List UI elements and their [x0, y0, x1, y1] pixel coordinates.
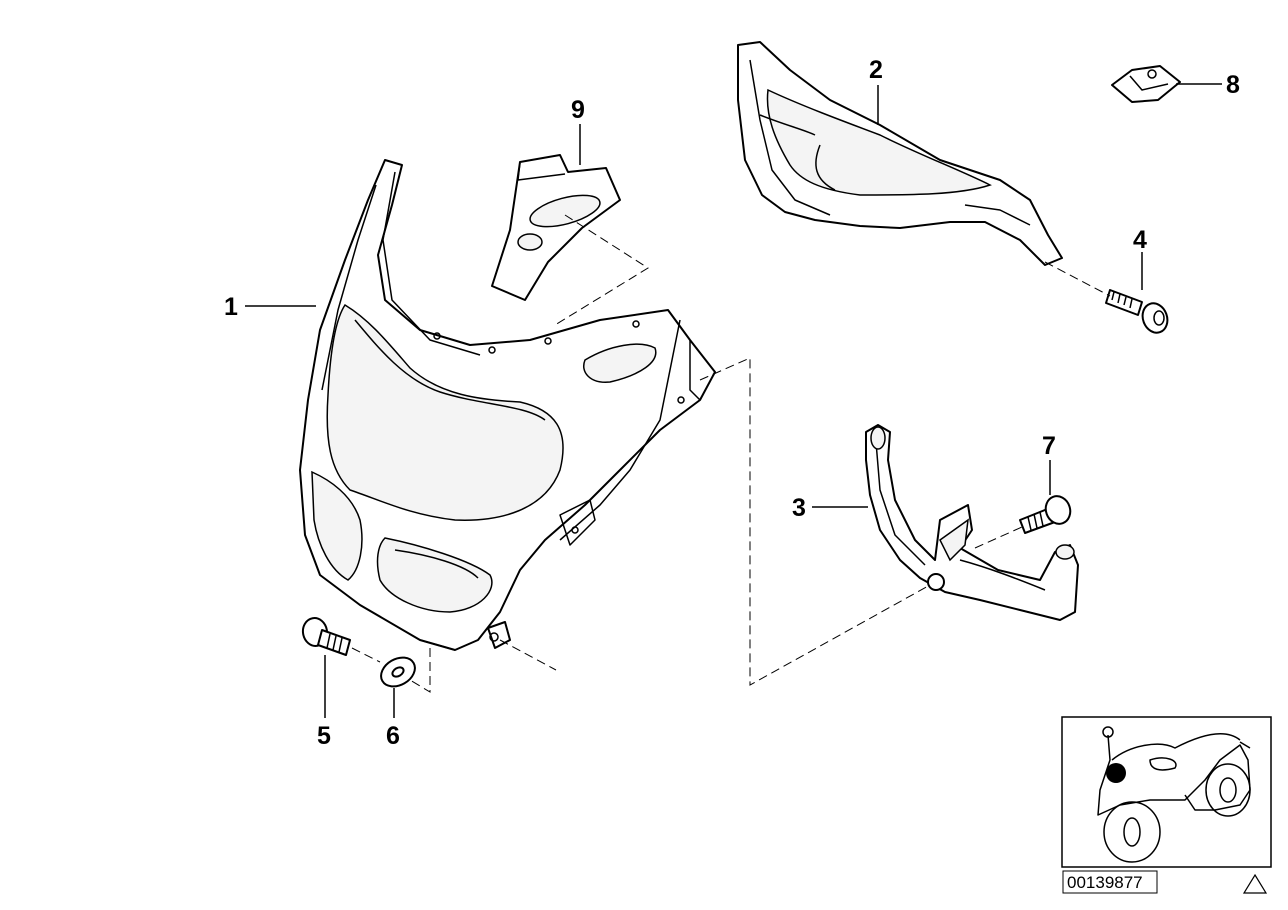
- callout-6: 6: [386, 722, 400, 750]
- document-number: 00139877: [1067, 873, 1143, 892]
- callout-9: 9: [571, 96, 585, 124]
- part-2-upper-trim-cover: [737, 41, 1063, 266]
- part-3-lower-bracket: [865, 424, 1079, 621]
- part-4-screw: [1105, 289, 1169, 334]
- part-9-bracket: [491, 154, 621, 301]
- callout-5: 5: [317, 722, 331, 750]
- part-5-screw: [301, 617, 351, 656]
- callout-4: 4: [1133, 226, 1147, 254]
- part-7-screw: [1019, 495, 1072, 534]
- callout-8: 8: [1226, 71, 1240, 99]
- part-8-speed-nut: [1111, 65, 1181, 103]
- motorcycle-locator-icon: [1097, 726, 1251, 863]
- callout-labels: 1 2 3 4 5 6 7 8 9: [224, 56, 1240, 750]
- locator-thumbnail: [1061, 716, 1272, 868]
- callout-3: 3: [792, 494, 806, 522]
- leader-lines: [245, 83, 1222, 718]
- warning-triangle-icon: [1242, 873, 1268, 894]
- callout-7: 7: [1042, 432, 1056, 460]
- assembly-lines: [351, 214, 1111, 693]
- callout-1: 1: [224, 293, 238, 321]
- callout-2: 2: [869, 56, 883, 84]
- part-1-front-fairing-frame: [299, 159, 716, 651]
- highlight-dot: [1106, 763, 1126, 783]
- document-number-box: 00139877: [1062, 870, 1158, 894]
- part-6-washer: [380, 656, 416, 688]
